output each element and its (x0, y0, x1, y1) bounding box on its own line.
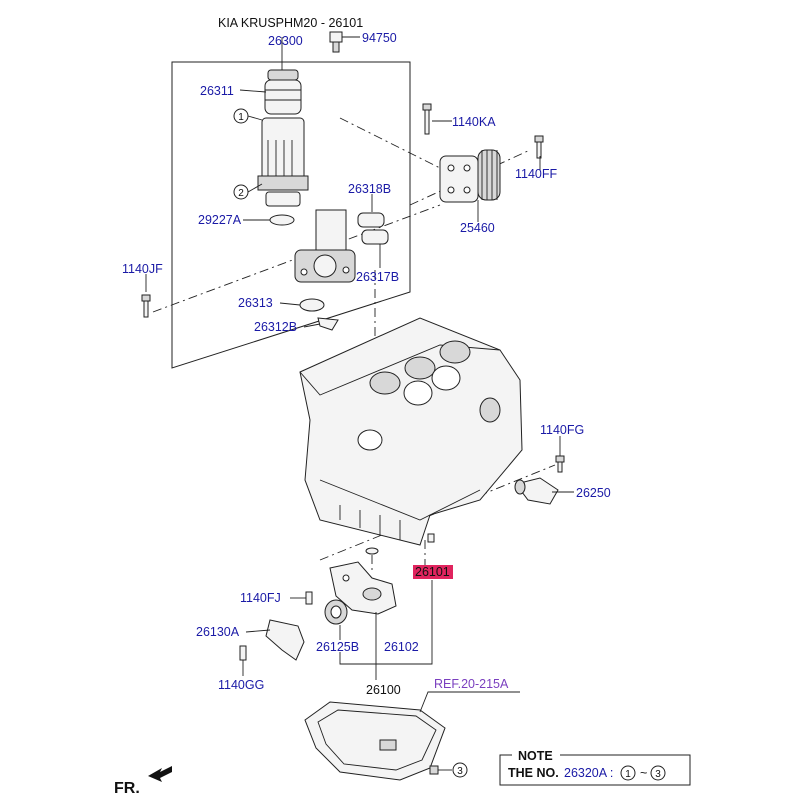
oil-pan (304, 701, 446, 781)
leader-line (247, 183, 263, 193)
label-26300: 26300 (268, 34, 303, 48)
oil-cooler (439, 149, 501, 203)
note-tilde: ~ (640, 766, 647, 780)
bolt-1140gg (239, 645, 247, 661)
gasket-set (357, 212, 389, 245)
label-26125b: 26125B (316, 640, 359, 654)
label-26313: 26313 (238, 296, 273, 310)
leader-line (239, 89, 267, 93)
bolt-1140fj (305, 591, 313, 605)
leader-line (303, 323, 321, 328)
filter-module-frame (171, 61, 411, 369)
engine-block (299, 317, 523, 546)
note-box: NOTE THE NO. 26320A : 1 ~ 3 (499, 749, 691, 786)
oil-pump-assembly (329, 561, 397, 615)
note-circle-to (650, 765, 666, 781)
dowel-pin (427, 533, 435, 543)
label-25460: 25460 (460, 221, 495, 235)
o-ring-small (365, 547, 379, 555)
oil-filter-housing (257, 117, 309, 207)
alignment-line (409, 149, 531, 206)
note-circle-from (620, 765, 636, 781)
oil-strainer (514, 477, 559, 505)
drain-plug (429, 765, 439, 775)
note-heading: NOTE (518, 749, 553, 763)
gasket-26312b (317, 317, 339, 331)
callout-circle-2 (233, 184, 249, 200)
label-ref: REF.20-215A (434, 677, 509, 691)
leader-line (247, 115, 263, 121)
oil-filter-body (294, 209, 356, 283)
note-to: 3 (655, 769, 661, 780)
oil-pump-cover (265, 619, 305, 661)
label-26102: 26102 (384, 640, 419, 654)
label-26100: 26100 (366, 683, 401, 697)
bolt-1140ka (422, 103, 432, 135)
leader-line (245, 629, 271, 633)
label-29227a: 29227A (198, 213, 242, 227)
callout-circle-3 (452, 762, 468, 778)
callout-circle-1 (233, 108, 249, 124)
highlight-26101 (413, 565, 453, 579)
front-arrow-icon (148, 766, 172, 782)
label-26130a: 26130A (196, 625, 240, 639)
leader-line (279, 302, 301, 306)
bolt-1140jf (141, 294, 151, 318)
label-1140fg: 1140FG (540, 423, 584, 437)
label-26317b: 26317B (356, 270, 399, 284)
direction-label: FR. (114, 780, 140, 797)
note-from: 1 (625, 769, 631, 780)
o-ring (269, 214, 295, 226)
label-26312b: 26312B (254, 320, 297, 334)
leader-line (419, 691, 520, 713)
label-26250: 26250 (576, 486, 611, 500)
note-part: 26320A : (564, 766, 613, 780)
leader-bracket (339, 652, 377, 680)
label-1140jf: 1140JF (122, 262, 163, 276)
callout-3: 3 (457, 766, 463, 777)
oil-pump-sprocket (324, 599, 348, 625)
seal-26313 (299, 298, 325, 312)
bolt-1140fg (555, 455, 565, 473)
label-26101: 26101 (415, 565, 450, 579)
oil-filter-cartridge (264, 69, 302, 115)
label-1140ka: 1140KA (452, 115, 496, 129)
callout-1: 1 (238, 112, 244, 123)
label-1140ff: 1140FF (515, 167, 558, 181)
leader-bracket (375, 580, 433, 665)
label-94750: 94750 (362, 31, 397, 45)
label-1140fj: 1140FJ (240, 591, 281, 605)
diagram-title: KIA KRUSPHM20 - 26101 (218, 16, 363, 30)
label-1140gg: 1140GG (218, 678, 264, 692)
alignment-line (319, 464, 556, 561)
label-26318b: 26318B (348, 182, 391, 196)
bolt-1140ff (534, 135, 544, 159)
label-26311: 26311 (200, 84, 234, 98)
oil-pressure-sensor (329, 31, 343, 53)
callout-2: 2 (238, 188, 244, 199)
note-prefix: THE NO. (508, 766, 559, 780)
